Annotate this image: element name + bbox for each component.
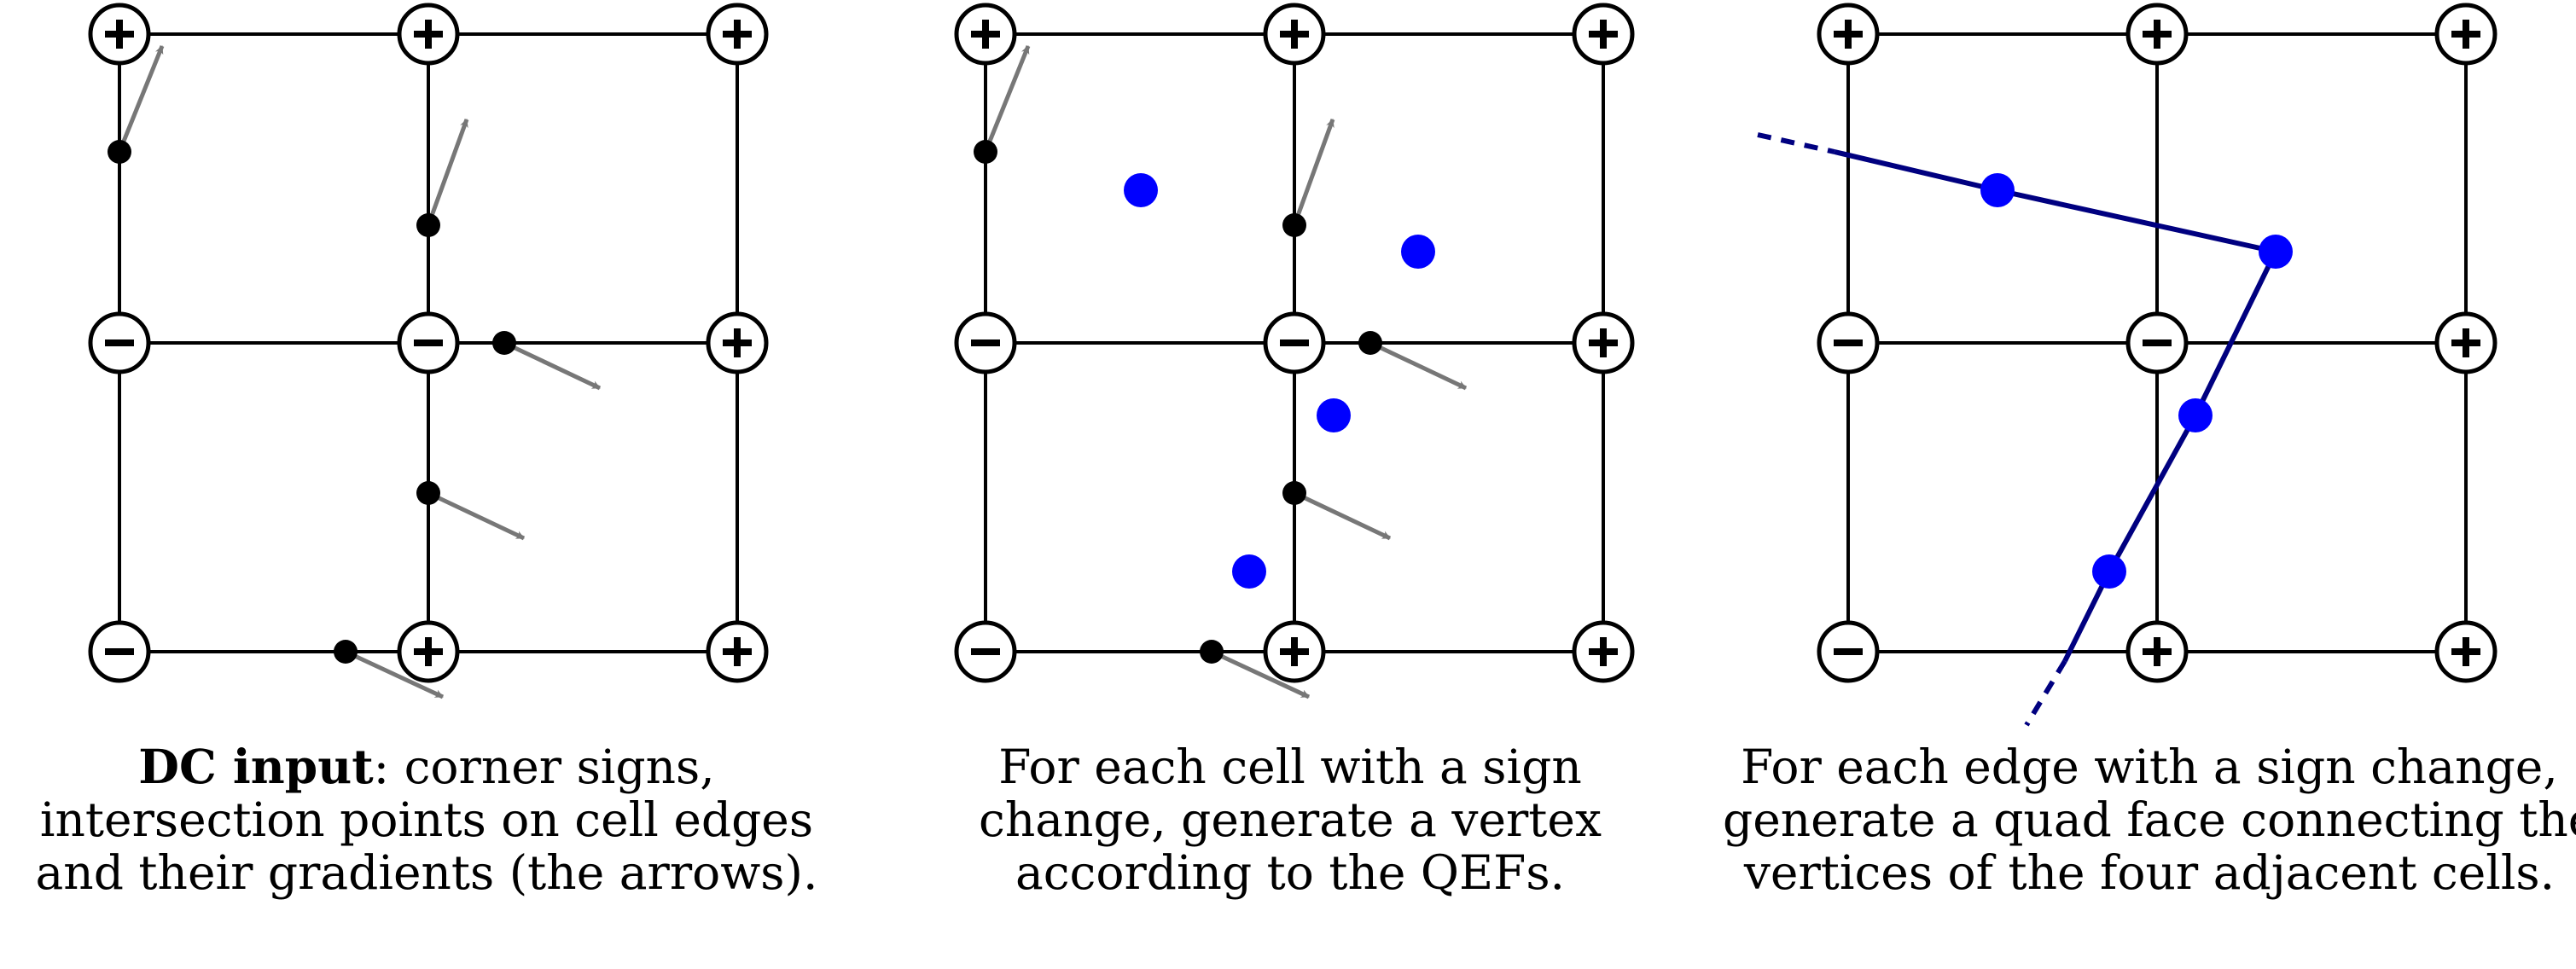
minus-corner-icon — [397, 311, 460, 374]
panel-generate-faces — [1757, 3, 2497, 727]
intersection-point — [492, 331, 516, 355]
plus-corner-icon — [954, 3, 1017, 66]
minus-corner-icon — [1817, 311, 1880, 374]
caption-line-3: vertices of the four adjacent cells. — [1743, 845, 2556, 900]
plus-corner-icon — [2434, 620, 2497, 683]
intersection-point — [1282, 213, 1306, 237]
plus-corner-icon — [1263, 620, 1326, 683]
surface-dashed-start — [1757, 132, 1835, 154]
gradient-arrow — [983, 45, 1031, 153]
caption-line-3: according to the QEFs. — [1015, 845, 1566, 900]
intersections — [974, 45, 1468, 699]
gradient-arrow — [426, 119, 469, 226]
gradient-arrow — [117, 45, 165, 153]
caption-line-1: For each edge with a sign change, — [1741, 740, 2558, 794]
qef-vertex — [1980, 173, 2015, 207]
qef-vertex — [2259, 235, 2293, 269]
caption-line-3: and their gradients (the arrows). — [35, 845, 818, 900]
plus-corner-icon — [1263, 3, 1326, 66]
qef-vertex — [1124, 173, 1158, 207]
caption-line-2: intersection points on cell edges — [39, 792, 814, 847]
corner-signs — [1817, 3, 2497, 683]
corner-signs — [88, 3, 769, 683]
plus-corner-icon — [397, 620, 460, 683]
gradient-arrow — [503, 340, 602, 391]
minus-corner-icon — [954, 311, 1017, 374]
plus-corner-icon — [2434, 311, 2497, 374]
plus-corner-icon — [706, 311, 769, 374]
vertices — [1124, 173, 1435, 589]
caption-line-1: : corner signs, — [373, 740, 715, 794]
minus-corner-icon — [2125, 311, 2189, 374]
plus-corner-icon — [1572, 3, 1635, 66]
minus-corner-icon — [88, 311, 151, 374]
plus-corner-icon — [2434, 3, 2497, 66]
qef-vertex — [2092, 554, 2126, 589]
minus-corner-icon — [1817, 620, 1880, 683]
gradient-arrow — [344, 649, 445, 699]
qef-vertex — [1317, 398, 1351, 432]
panel-dc-input — [88, 3, 769, 699]
minus-corner-icon — [954, 620, 1017, 683]
caption-line-2: generate a quad face connecting the — [1723, 792, 2576, 847]
corner-signs — [954, 3, 1635, 683]
gradient-arrow — [1293, 490, 1392, 541]
intersection-point — [1358, 331, 1382, 355]
caption-line-2: change, generate a vertex — [979, 792, 1602, 847]
qef-vertex — [1401, 235, 1435, 269]
plus-corner-icon — [1572, 620, 1635, 683]
panel-generate-vertices — [954, 3, 1635, 699]
gradient-arrow — [1369, 340, 1468, 391]
caption-dc-input: DC input: corner signs, intersection poi… — [0, 739, 853, 900]
caption-bold: DC input — [138, 739, 374, 794]
intersection-point — [416, 481, 440, 505]
intersection-point — [108, 140, 131, 164]
minus-corner-icon — [1263, 311, 1326, 374]
caption-generate-faces: For each edge with a sign change, genera… — [1723, 740, 2576, 899]
plus-corner-icon — [1817, 3, 1880, 66]
surface-dashed-end — [2024, 659, 2067, 727]
minus-corner-icon — [88, 620, 151, 683]
plus-corner-icon — [2125, 3, 2189, 66]
plus-corner-icon — [397, 3, 460, 66]
intersection-point — [416, 213, 440, 237]
intersection-point — [334, 640, 358, 664]
intersection-point — [1282, 481, 1306, 505]
intersection-point — [1200, 640, 1224, 664]
plus-corner-icon — [1572, 311, 1635, 374]
plus-corner-icon — [706, 620, 769, 683]
gradient-arrow — [427, 490, 526, 541]
plus-corner-icon — [2125, 620, 2189, 683]
caption-generate-vertices: For each cell with a sign change, genera… — [864, 740, 1717, 899]
plus-corner-icon — [706, 3, 769, 66]
qef-vertex — [1232, 554, 1266, 589]
vertices — [1980, 173, 2293, 589]
caption-line-1: For each cell with a sign — [998, 740, 1582, 794]
plus-corner-icon — [88, 3, 151, 66]
qef-vertex — [2178, 398, 2213, 432]
gradient-arrow — [1292, 119, 1335, 226]
intersection-point — [974, 140, 997, 164]
gradient-arrow — [1210, 649, 1311, 699]
intersections — [108, 45, 602, 699]
